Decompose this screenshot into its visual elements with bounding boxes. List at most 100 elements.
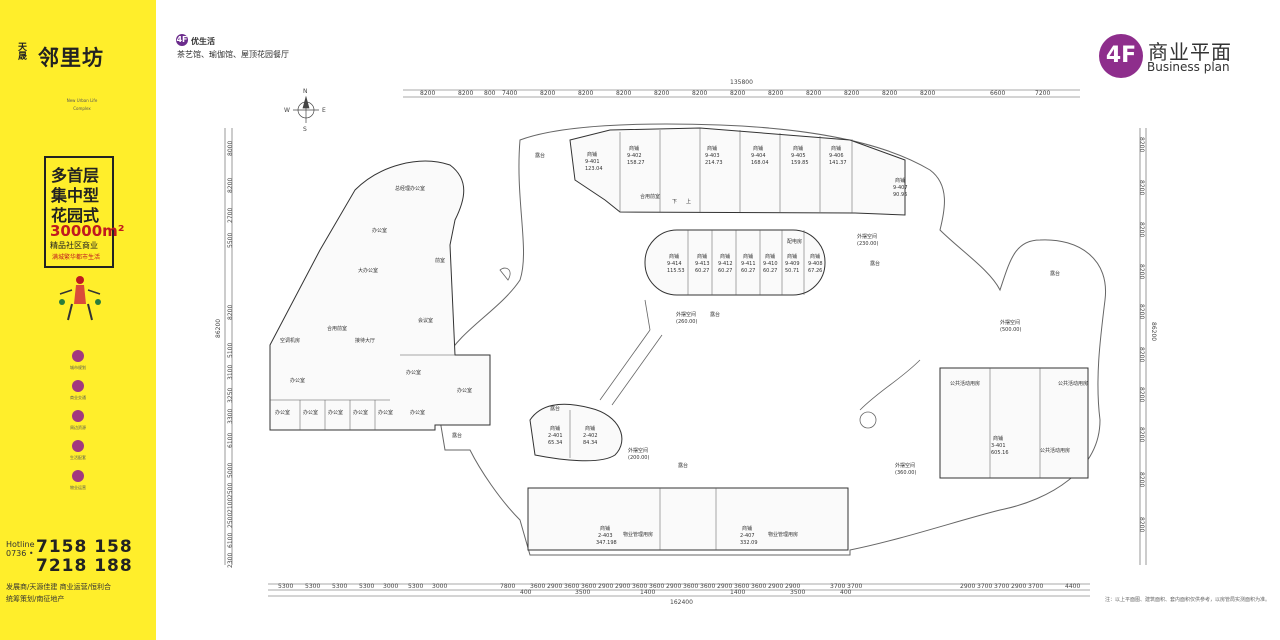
svg-text:50.71: 50.71 [785, 268, 799, 274]
top-dim-4: 8200 [540, 90, 555, 97]
hotline-number-2: 7218 188 [36, 556, 133, 576]
bottom-dim-6: 3000 [432, 583, 447, 590]
misc-label-0: 合用前室 [640, 193, 660, 200]
svg-text:(260.00): (260.00) [676, 319, 697, 325]
badge-line3: 花园式 [51, 206, 100, 225]
disclaimer-note: 注：以上平面图、建筑面积、套内面积仅供参考，以房管局实测面积为准。 [1105, 597, 1271, 603]
hotline-text: Hotline [6, 540, 35, 549]
sidebar: 天晟 邻里坊 New Urban Life Complex 多首层 集中型 花园… [0, 0, 156, 640]
upper-shops-block [569, 127, 906, 216]
bottom-dim-31: 4400 [1065, 583, 1080, 590]
compass-icon [293, 95, 319, 123]
bottom-dim-5: 5300 [408, 583, 423, 590]
top-dim-8: 8200 [692, 90, 707, 97]
mid-shops-block [644, 229, 826, 296]
bottom-dim-27: 3700 [977, 583, 992, 590]
bottom-dim-7: 7800 [500, 583, 515, 590]
bottom-dim-23: 2900 [785, 583, 800, 590]
office-label-1: 办公室 [372, 227, 387, 234]
bottom-dim-13: 2900 [615, 583, 630, 590]
bottom-dim-0: 5300 [278, 583, 293, 590]
svg-text:商铺: 商铺 [720, 253, 730, 260]
mgmt-label-0: 物业管理用房 [623, 531, 653, 538]
svg-text:商铺: 商铺 [753, 145, 763, 152]
public-label-0: 公共活动用房 [950, 380, 980, 387]
svg-text:2-401: 2-401 [548, 433, 563, 439]
svg-text:9-414: 9-414 [667, 261, 682, 267]
svg-text:商铺: 商铺 [629, 145, 639, 152]
right-dim-9: 8200 [1138, 517, 1145, 532]
bottom-dim-18: 3600 [700, 583, 715, 590]
left-dim-9: 6100 [227, 433, 234, 448]
terrace-label-5: 露台 [678, 462, 688, 469]
svg-text:(200.00): (200.00) [628, 455, 649, 461]
office-label-4: 前室 [435, 257, 445, 264]
svg-text:商铺: 商铺 [742, 525, 752, 532]
svg-text:9-403: 9-403 [705, 153, 720, 159]
svg-text:商铺: 商铺 [993, 435, 1003, 442]
office-label-3: 会议室 [418, 317, 433, 324]
office-label-11: 办公室 [303, 409, 318, 416]
promo-badge: 多首层 集中型 花园式 30000m² 精品社区商业 满城繁华都市生活 [44, 156, 124, 268]
svg-text:65.34: 65.34 [548, 440, 562, 446]
brand-logo: 天晟 邻里坊 [18, 44, 140, 71]
svg-text:商铺: 商铺 [787, 253, 797, 260]
svg-text:60.27: 60.27 [695, 268, 709, 274]
top-dim-10: 8200 [768, 90, 783, 97]
hotline-label: Hotline 0736 • [6, 540, 34, 558]
right-dim-2: 8200 [1138, 222, 1145, 237]
right-dim-5: 8200 [1138, 347, 1145, 362]
office-label-16: 办公室 [290, 377, 305, 384]
terrace-label-4: 露台 [550, 405, 560, 412]
left-dim-1: 8200 [227, 178, 234, 193]
badge-line2: 集中型 [51, 186, 100, 205]
svg-text:(500.00): (500.00) [1000, 327, 1021, 333]
office-label-6: 合用前室 [327, 325, 347, 332]
svg-text:外摆空间: 外摆空间 [895, 462, 915, 469]
svg-text:2-407: 2-407 [740, 533, 755, 539]
left-dim-10: 5000 [227, 463, 234, 478]
bottom-dim-14: 3600 [632, 583, 647, 590]
bottom-dim-28: 3700 [994, 583, 1009, 590]
right-dim-4: 8200 [1138, 304, 1145, 319]
office-label-7: 接待大厅 [355, 337, 375, 344]
office-label-2: 大办公室 [358, 267, 378, 274]
badge-line1: 多首层 [51, 166, 100, 185]
bottom-dim-10: 3600 [564, 583, 579, 590]
brand-name: 邻里坊 [38, 46, 104, 70]
bottom-dim-1: 5300 [305, 583, 320, 590]
bottom-dim-30: 3700 [1028, 583, 1043, 590]
office-label-14: 办公室 [378, 409, 393, 416]
right-dim-1: 8200 [1138, 180, 1145, 195]
side-item-0: 城市规划 [70, 365, 86, 370]
office-label-15: 办公室 [410, 409, 425, 416]
svg-text:商铺: 商铺 [585, 425, 595, 432]
svg-text:商铺: 商铺 [895, 177, 905, 184]
badge-area: 30000m² [50, 222, 125, 240]
transport-icon [72, 380, 84, 392]
bottom-dim-21: 3600 [751, 583, 766, 590]
left-total-dim: 86200 [215, 319, 222, 338]
outdoor-0: 外摆空间(230.00) [857, 233, 878, 247]
svg-text:3-401: 3-401 [991, 443, 1006, 449]
misc-label-3: 上 [686, 198, 691, 205]
bottom-dim-17: 3600 [683, 583, 698, 590]
badge-desc: 精品社区商业 [50, 241, 98, 250]
svg-text:141.37: 141.37 [829, 160, 847, 166]
terrace-label-3: 露台 [1050, 270, 1060, 277]
office-label-5: 空调机房 [280, 337, 300, 344]
bottom-dim-12: 2900 [598, 583, 613, 590]
office-label-0: 总经理办公室 [395, 185, 425, 192]
svg-text:9-406: 9-406 [829, 153, 844, 159]
svg-text:商铺: 商铺 [810, 253, 820, 260]
city-plan-icon [72, 350, 84, 362]
svg-text:214.73: 214.73 [705, 160, 723, 166]
